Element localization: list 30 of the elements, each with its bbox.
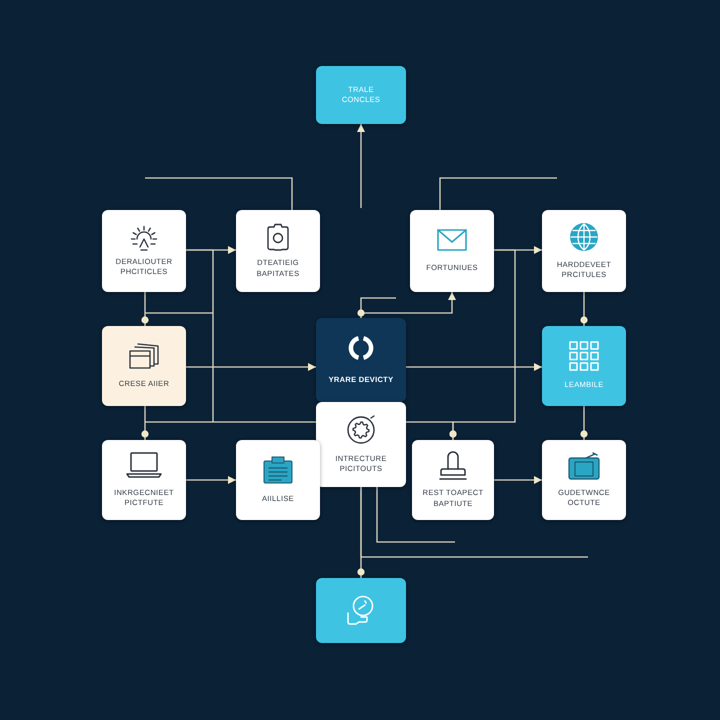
connector-line	[360, 297, 396, 318]
connector-line	[580, 406, 588, 440]
connector-line	[376, 487, 455, 543]
connector-line	[580, 292, 588, 326]
arrow	[494, 476, 542, 484]
title-card	[316, 66, 406, 124]
process-card	[102, 326, 186, 406]
connector-line	[144, 249, 317, 423]
connector-line	[145, 177, 293, 210]
process-card	[236, 440, 320, 520]
arrow	[186, 363, 316, 371]
connector-line	[360, 487, 588, 558]
connector-line	[439, 177, 557, 210]
process-card	[102, 210, 186, 292]
arrow	[186, 476, 236, 484]
arrow	[357, 124, 365, 208]
process-card	[542, 440, 626, 520]
process-card	[316, 578, 406, 643]
process-card	[316, 402, 406, 487]
process-card	[542, 210, 626, 292]
process-card	[542, 326, 626, 406]
connector-line	[449, 249, 516, 440]
connector-line	[141, 406, 149, 440]
central-card	[316, 318, 406, 402]
process-card	[412, 440, 494, 520]
process-card	[236, 210, 320, 292]
connector-line	[141, 292, 149, 326]
process-card	[102, 440, 186, 520]
arrow	[406, 363, 542, 371]
process-card	[410, 210, 494, 292]
